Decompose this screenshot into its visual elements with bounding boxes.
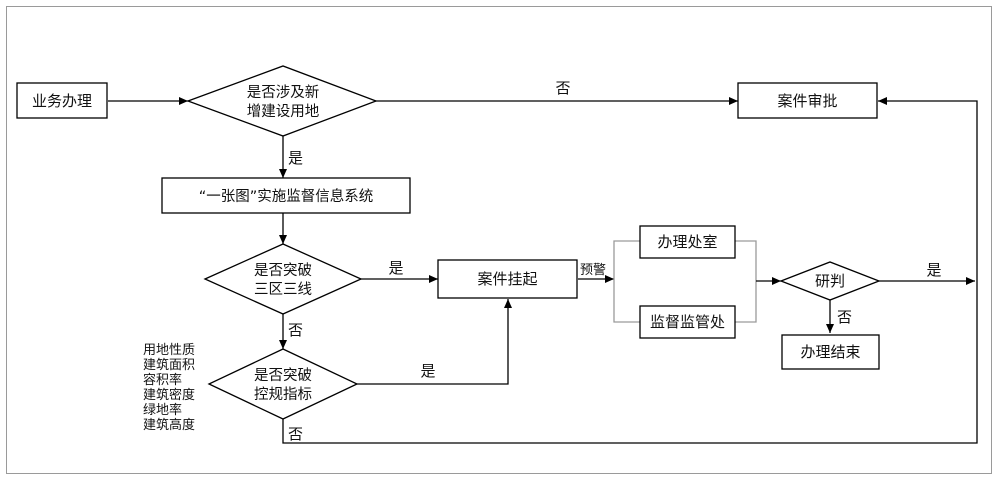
edge-control-no-loop [282, 97, 978, 444]
node-decision-control: 是否突破 控规指标 [207, 348, 359, 420]
decision-new-land-line2: 增建设用地 [247, 103, 320, 120]
label-no-judge: 否 [837, 308, 852, 326]
decision-three-zones-line1: 是否突破 [254, 262, 312, 279]
node-suspend-label: 案件挂起 [477, 270, 537, 288]
diagram-frame [6, 6, 992, 474]
node-office: 办理处室 [639, 225, 736, 259]
label-yes-system: 是 [288, 149, 303, 167]
node-decision-new-land: 是否涉及新 增建设用地 [186, 65, 378, 137]
indicator-list: 用地性质 建筑面积 容积率 建筑密度 绿地率 建筑高度 [143, 343, 195, 433]
indicator-item: 建筑密度 [143, 387, 195, 403]
node-system: “一张图”实施监督信息系统 [161, 177, 411, 214]
indicator-item: 绿地率 [143, 402, 182, 418]
label-no-top: 否 [555, 79, 570, 97]
decision-three-zones-line2: 三区三线 [254, 281, 312, 298]
node-end-label: 办理结束 [800, 343, 860, 361]
node-start-label: 业务办理 [32, 92, 92, 110]
node-approval-label: 案件审批 [777, 92, 837, 110]
decision-control-line2: 控规指标 [254, 386, 312, 403]
label-no-control: 否 [288, 425, 303, 443]
bracket-right [735, 240, 757, 323]
edge-control-yes-to-suspend [357, 299, 512, 385]
node-decision-three-zones: 是否突破 三区三线 [203, 243, 363, 315]
decision-new-land-line1: 是否涉及新 [247, 84, 320, 101]
node-approval: 案件审批 [737, 82, 878, 119]
node-supervision-label: 监督监管处 [650, 313, 725, 331]
node-system-label: “一张图”实施监督信息系统 [199, 188, 374, 205]
node-start: 业务办理 [16, 82, 108, 119]
node-supervision: 监督监管处 [639, 305, 736, 339]
indicator-item: 用地性质 [143, 343, 195, 358]
indicator-item: 容积率 [143, 372, 182, 388]
label-yes-judge: 是 [926, 261, 941, 279]
node-end: 办理结束 [781, 334, 880, 370]
node-judge: 研判 [779, 261, 881, 301]
label-no-three-zones: 否 [288, 321, 303, 339]
label-yes-control: 是 [420, 362, 435, 380]
bracket-left [613, 240, 640, 323]
node-judge-label: 研判 [815, 272, 845, 290]
decision-control-line1: 是否突破 [254, 367, 312, 384]
edge-labels: 否 是 是 否 预警 是 否 是 否 [288, 79, 942, 443]
label-warning: 预警 [580, 262, 606, 278]
node-suspend: 案件挂起 [437, 259, 578, 299]
node-office-label: 办理处室 [657, 233, 717, 251]
indicator-item: 建筑高度 [143, 417, 195, 433]
label-yes-suspend: 是 [388, 259, 403, 277]
indicator-item: 建筑面积 [143, 357, 195, 373]
connectors [108, 97, 978, 444]
